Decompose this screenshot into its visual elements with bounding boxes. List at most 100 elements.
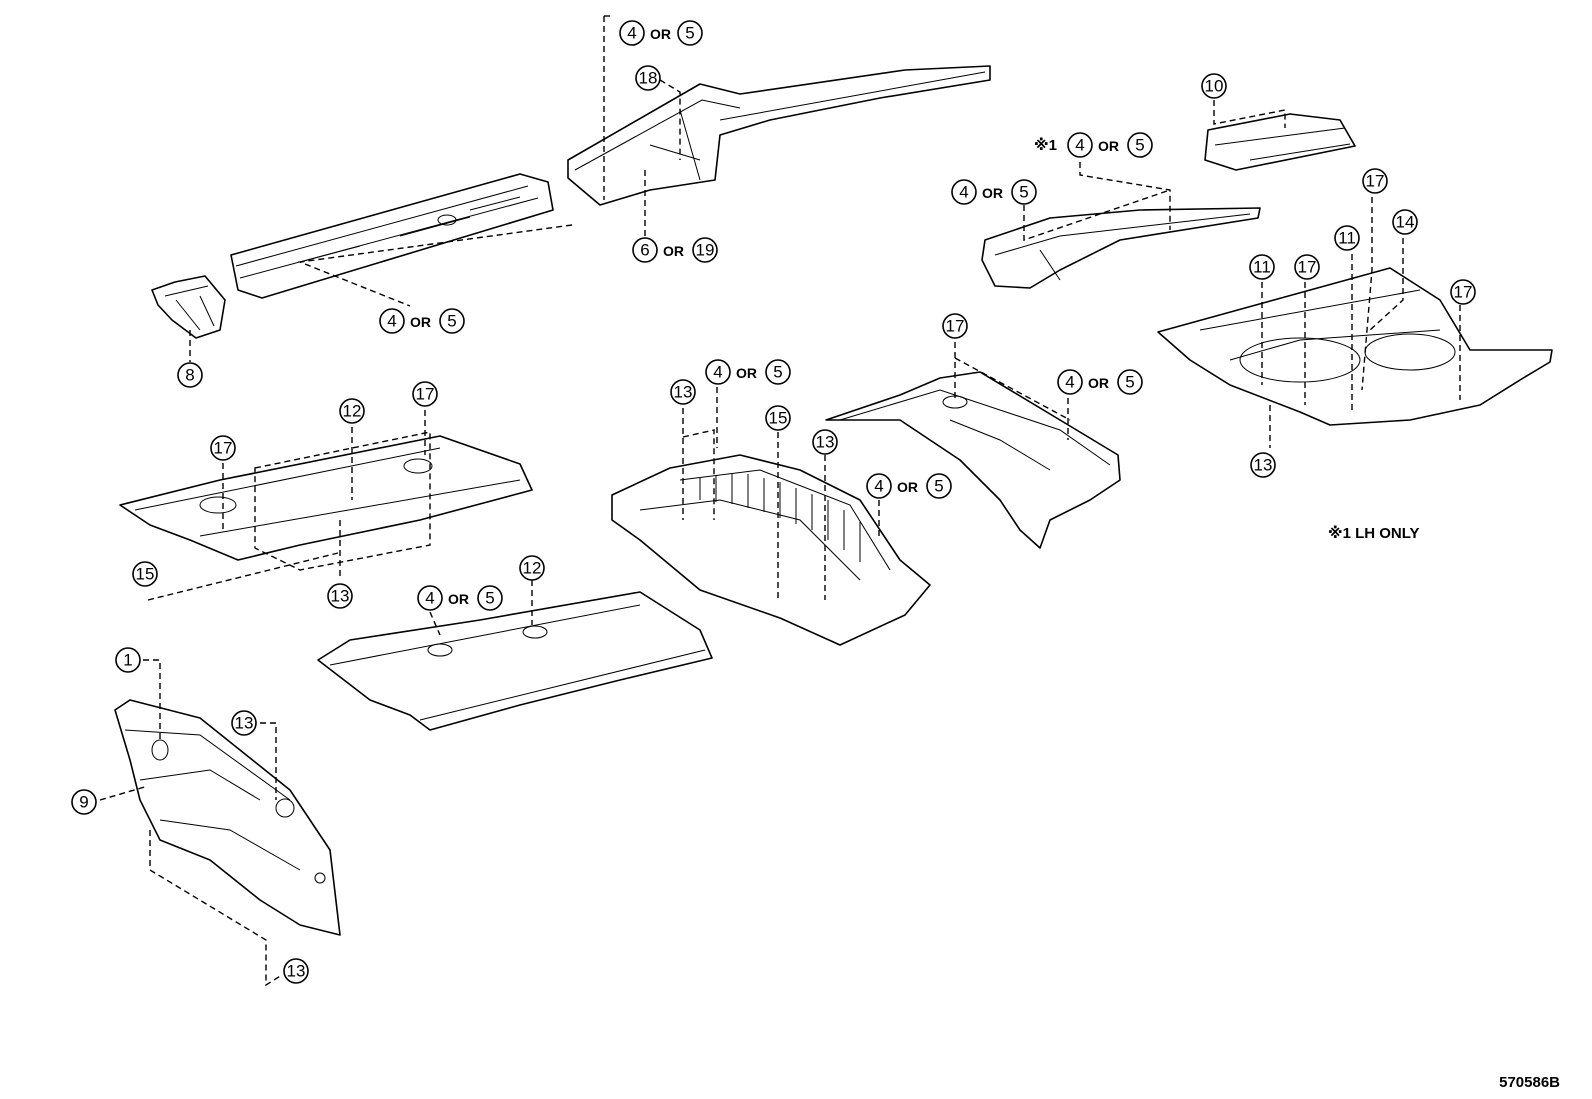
svg-text:4: 4 — [1075, 136, 1084, 155]
svg-text:6: 6 — [640, 241, 649, 260]
svg-text:4: 4 — [627, 24, 636, 43]
diagram-code: 570586B — [1499, 1074, 1560, 1091]
callout-5: 5 — [677, 20, 703, 46]
callout-17-rear-top: 17 — [1362, 168, 1388, 194]
or-label: OR — [650, 26, 671, 42]
or-label: OR — [736, 365, 757, 381]
callout-11-right: 11 — [1334, 225, 1360, 251]
svg-text:13: 13 — [674, 383, 693, 402]
svg-text:5: 5 — [934, 477, 943, 496]
svg-text:17: 17 — [1298, 258, 1317, 277]
front-side-member-part — [230, 173, 554, 299]
callout-5: 5 — [765, 359, 791, 385]
svg-text:14: 14 — [1396, 213, 1415, 232]
leader-lines — [99, 15, 1461, 987]
or-label: OR — [448, 591, 469, 607]
bracket-part — [151, 275, 226, 339]
callout-13-rear: 13 — [1250, 452, 1276, 478]
rear-floor-pan-part — [1157, 267, 1553, 426]
callout-6-or-19: 6 — [632, 237, 658, 263]
callout-5: 5 — [477, 585, 503, 611]
svg-text:18: 18 — [639, 69, 658, 88]
note-marker: ※1 — [1034, 136, 1057, 154]
callout-17-rear-mid: 17 — [1294, 254, 1320, 280]
svg-text:17: 17 — [1454, 283, 1473, 302]
callout-17-lh-right: 17 — [412, 381, 438, 407]
svg-text:19: 19 — [696, 241, 715, 260]
svg-text:5: 5 — [447, 312, 456, 331]
callout-9: 9 — [71, 789, 97, 815]
svg-text:5: 5 — [1019, 183, 1028, 202]
callout-13-dash-bottom: 13 — [283, 958, 309, 984]
callout-15-tunnel: 15 — [765, 405, 791, 431]
svg-text:13: 13 — [235, 714, 254, 733]
callout-5: 5 — [1127, 132, 1153, 158]
svg-text:5: 5 — [685, 24, 694, 43]
svg-text:4: 4 — [874, 477, 883, 496]
callout-13-tunnel-left: 13 — [670, 379, 696, 405]
center-floor-tunnel-part — [611, 454, 931, 646]
svg-text:5: 5 — [1125, 373, 1134, 392]
callout-4-or-5-lh: 4 — [1067, 132, 1093, 158]
svg-text:5: 5 — [773, 363, 782, 382]
or-label: OR — [1098, 138, 1119, 154]
callout-8: 8 — [177, 362, 203, 388]
svg-text:11: 11 — [1253, 258, 1271, 277]
footnote-lh-only: ※1 LH ONLY — [1328, 524, 1420, 542]
svg-text:15: 15 — [136, 565, 155, 584]
svg-text:17: 17 — [1366, 172, 1385, 191]
svg-text:13: 13 — [331, 587, 350, 606]
rear-floor-side-member-part — [981, 207, 1261, 289]
svg-text:10: 10 — [1205, 77, 1224, 96]
callout-13-lh: 13 — [327, 583, 353, 609]
callout-4-or-5-rh-floor: 4 — [417, 585, 443, 611]
svg-text:13: 13 — [287, 962, 306, 981]
svg-text:1: 1 — [123, 651, 132, 670]
svg-text:5: 5 — [1135, 136, 1144, 155]
callout-4-or-5-front-rail: 4 — [379, 308, 405, 334]
svg-text:13: 13 — [1254, 456, 1273, 475]
svg-text:17: 17 — [214, 439, 233, 458]
svg-text:13: 13 — [816, 433, 835, 452]
front-floor-pan-lh-part — [119, 435, 533, 561]
svg-text:11: 11 — [1338, 229, 1356, 248]
dash-panel-part — [114, 699, 341, 936]
callout-4-or-5-tunnel: 4 — [705, 359, 731, 385]
svg-text:4: 4 — [425, 589, 434, 608]
callout-13-dash-top: 13 — [231, 710, 257, 736]
front-floor-pan-rh-part — [317, 591, 713, 731]
svg-text:4: 4 — [713, 363, 722, 382]
svg-text:12: 12 — [343, 402, 362, 421]
svg-text:12: 12 — [523, 559, 542, 578]
svg-text:15: 15 — [769, 409, 788, 428]
svg-text:4: 4 — [959, 183, 968, 202]
svg-text:17: 17 — [946, 317, 965, 336]
svg-text:17: 17 — [416, 385, 435, 404]
callout-4-or-5-rear-member: 4 — [951, 179, 977, 205]
or-label: OR — [663, 243, 684, 259]
callout-17-rear-right: 17 — [1450, 279, 1476, 305]
svg-text:4: 4 — [1065, 373, 1074, 392]
callout-4-or-5-crossmember: 4 — [1057, 369, 1083, 395]
callout-13-tunnel-right: 13 — [812, 429, 838, 455]
or-label: OR — [410, 314, 431, 330]
reinforcement-part — [1204, 113, 1356, 171]
callout-18: 18 — [635, 65, 661, 91]
svg-text:4: 4 — [387, 312, 396, 331]
or-label: OR — [897, 479, 918, 495]
or-label: OR — [982, 185, 1003, 201]
or-label: OR — [1088, 375, 1109, 391]
callout-5: 5 — [1011, 179, 1037, 205]
callout-10: 10 — [1201, 73, 1227, 99]
svg-text:9: 9 — [79, 793, 88, 812]
callout-14: 14 — [1392, 209, 1418, 235]
callout-17-crossmember: 17 — [942, 313, 968, 339]
callout-15-lh: 15 — [132, 561, 158, 587]
callout-5: 5 — [1117, 369, 1143, 395]
callout-labels: 4 OR 5 18 6 OR 19 4 OR 5 8 10 — [71, 20, 1476, 984]
callout-4-or-5-tunnel-right: 4 — [866, 473, 892, 499]
callout-19: 19 — [692, 237, 718, 263]
rear-floor-crossmember-part — [825, 371, 1121, 549]
callout-4-or-5-rail: 4 — [619, 20, 645, 46]
